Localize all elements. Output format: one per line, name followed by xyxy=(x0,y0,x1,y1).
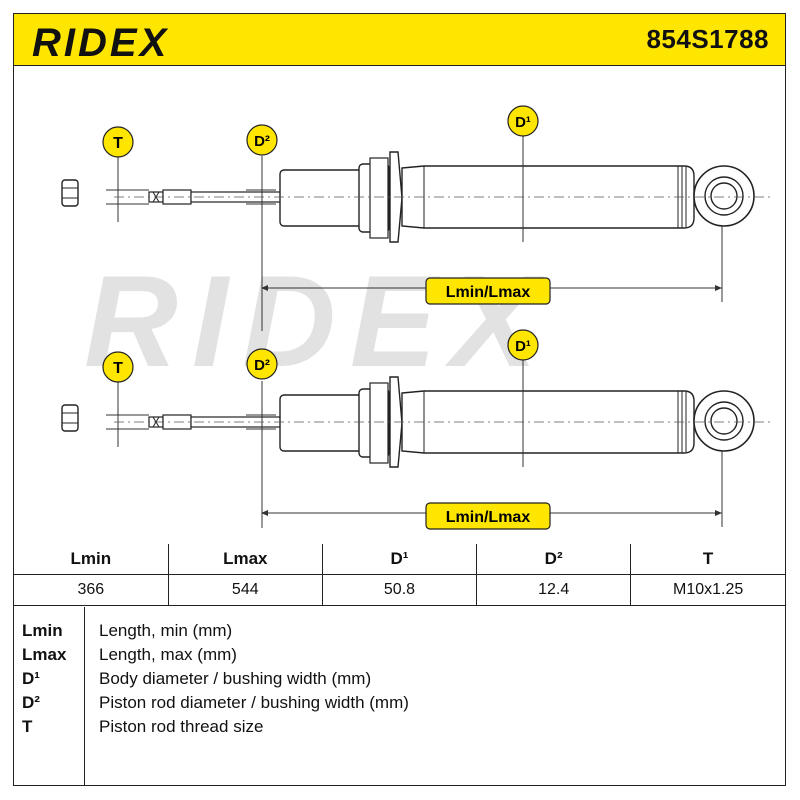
legend-key: T xyxy=(22,717,33,736)
legend-description: Length, min (mm) xyxy=(99,621,233,640)
spec-value-lmin: 366 xyxy=(14,574,169,606)
label-d1-bottom-text: D¹ xyxy=(515,338,531,355)
label-d2-bottom: D² xyxy=(246,348,278,380)
watermark-text: RIDEX xyxy=(84,248,551,394)
eye-mount-icon xyxy=(693,165,755,227)
legend-key: Lmax xyxy=(22,645,67,664)
legend-description: Piston rod diameter / bushing width (mm) xyxy=(99,693,409,712)
legend-item: D² Piston rod diameter / bushing width (… xyxy=(14,693,785,717)
label-length-top: Lmin/Lmax xyxy=(425,277,551,305)
shock-absorber-bottom xyxy=(61,359,774,528)
spec-table: Lmin Lmax D¹ D² T 366 544 50.8 12.4 M10x… xyxy=(14,544,785,606)
legend-description: Length, max (mm) xyxy=(99,645,237,664)
label-length-bottom-text: Lmin/Lmax xyxy=(446,509,531,526)
legend-key: Lmin xyxy=(22,621,63,640)
spec-table-header-row: Lmin Lmax D¹ D² T xyxy=(14,544,785,575)
label-d1-bottom: D¹ xyxy=(507,329,539,361)
spec-header-d1: D¹ xyxy=(321,544,478,575)
eye-mount-icon xyxy=(693,390,755,452)
label-length-bottom: Lmin/Lmax xyxy=(425,502,551,530)
brand-logo-text: RIDEX xyxy=(32,21,169,62)
legend-item: Lmin Length, min (mm) xyxy=(14,621,785,645)
label-d1-top: D¹ xyxy=(507,105,539,137)
spec-header-t: T xyxy=(630,544,785,575)
legend-key: D² xyxy=(22,693,40,712)
label-t-top: T xyxy=(102,126,134,158)
label-t-bottom-text: T xyxy=(113,360,123,377)
brand-logo: RIDEX xyxy=(32,21,169,62)
label-d2-bottom-text: D² xyxy=(254,357,270,374)
spec-value-d1: 50.8 xyxy=(321,574,478,606)
label-length-top-text: Lmin/Lmax xyxy=(446,284,531,301)
shock-absorber-top xyxy=(61,134,774,331)
header-bar: RIDEX 854S1788 xyxy=(14,14,785,66)
shock-absorber-diagram: RIDEX xyxy=(61,105,774,530)
legend-divider xyxy=(84,607,85,785)
part-number: 854S1788 xyxy=(646,24,769,54)
spec-value-d2: 12.4 xyxy=(476,574,632,606)
spec-header-lmin: Lmin xyxy=(14,544,169,575)
spec-header-lmax: Lmax xyxy=(167,544,323,575)
legend-item: T Piston rod thread size xyxy=(14,717,785,741)
label-t-bottom: T xyxy=(102,351,134,383)
legend-description: Piston rod thread size xyxy=(99,717,264,736)
spec-value-lmax: 544 xyxy=(167,574,323,606)
nut-icon xyxy=(61,404,79,432)
label-d2-top-text: D² xyxy=(254,133,270,150)
legend-key: D¹ xyxy=(22,669,40,688)
label-d1-top-text: D¹ xyxy=(515,114,531,131)
product-sheet: RIDEX 854S1788 RIDEX xyxy=(13,13,786,786)
nut-icon xyxy=(61,179,79,207)
spec-value-t: M10x1.25 xyxy=(630,574,785,606)
label-d2-top: D² xyxy=(246,124,278,156)
legend-item: D¹ Body diameter / bushing width (mm) xyxy=(14,669,785,693)
legend-item: Lmax Length, max (mm) xyxy=(14,645,785,669)
label-t-top-text: T xyxy=(113,135,123,152)
legend: Lmin Length, min (mm) Lmax Length, max (… xyxy=(14,607,785,785)
legend-description: Body diameter / bushing width (mm) xyxy=(99,669,372,688)
spec-table-value-row: 366 544 50.8 12.4 M10x1.25 xyxy=(14,574,785,606)
spec-header-d2: D² xyxy=(476,544,632,575)
